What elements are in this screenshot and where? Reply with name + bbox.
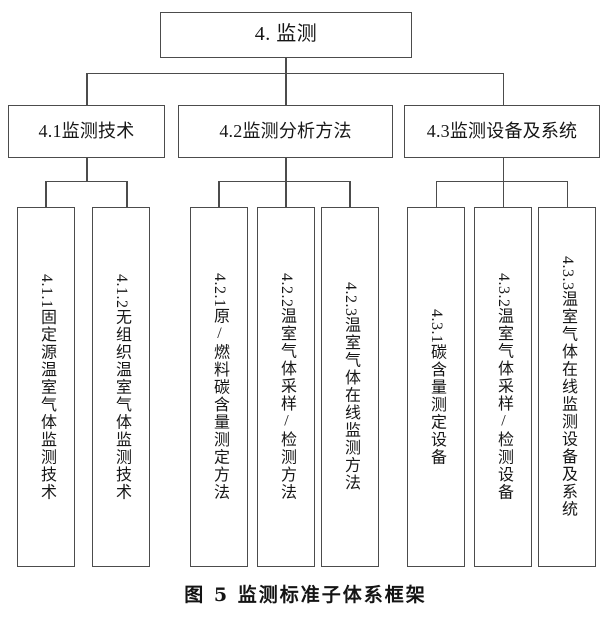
node-leaf-4-3-2-label: 4.3.2温室气体采样/检测设备: [495, 273, 512, 502]
node-leaf-4-3-1-number: 4.3.1: [428, 308, 445, 344]
node-leaf-4-3-2-text: 温室气体采样/检测设备: [495, 307, 512, 502]
node-leaf-4-2-2-number: 4.2.2: [278, 273, 295, 308]
node-group-4-2[interactable]: 4.2监测分析方法: [178, 105, 393, 158]
node-leaf-4-1-1-number: 4.1.1: [38, 273, 55, 309]
connector-drop-group-2: [502, 73, 504, 105]
node-group-4-1[interactable]: 4.1监测技术: [8, 105, 165, 158]
node-leaf-4-2-2-text: 温室气体采样/检测方法: [278, 307, 295, 502]
connector-drop-leaf-4-2-2: [285, 181, 287, 207]
connector-bus-group-2: [436, 181, 567, 183]
node-leaf-4-2-3[interactable]: 4.2.3温室气体在线监测方法: [321, 207, 379, 567]
node-leaf-4-2-1[interactable]: 4.2.1原/燃料碳含量测定方法: [190, 207, 248, 567]
node-leaf-4-2-2-label: 4.2.2温室气体采样/检测方法: [278, 273, 295, 502]
node-leaf-4-2-1-label: 4.2.1原/燃料碳含量测定方法: [211, 273, 228, 502]
node-leaf-4-2-2[interactable]: 4.2.2温室气体采样/检测方法: [257, 207, 315, 567]
connector-level1-bus: [87, 73, 504, 75]
connector-drop-leaf-4-2-3: [349, 181, 351, 207]
node-leaf-4-1-2-text: 无组织温室气体监测技术: [113, 308, 130, 501]
node-leaf-4-1-1[interactable]: 4.1.1固定源温室气体监测技术: [17, 207, 75, 567]
node-root[interactable]: 4. 监测: [160, 12, 412, 58]
connector-drop-leaf-4-3-3: [566, 181, 568, 207]
node-leaf-4-2-3-text: 温室气体在线监测方法: [342, 316, 359, 492]
node-leaf-4-1-2-number: 4.1.2: [113, 273, 130, 309]
connector-bus-group-0: [46, 181, 127, 183]
node-leaf-4-3-2[interactable]: 4.3.2温室气体采样/检测设备: [474, 207, 532, 567]
connector-drop-group-0: [86, 73, 88, 105]
node-leaf-4-2-3-label: 4.2.3温室气体在线监测方法: [342, 282, 359, 492]
node-root-label: 4. 监测: [254, 23, 318, 46]
connector-stem-group-1: [285, 158, 287, 182]
node-group-4-3[interactable]: 4.3监测设备及系统: [404, 105, 600, 158]
node-leaf-4-3-1-text: 碳含量测定设备: [428, 343, 445, 466]
node-leaf-4-1-1-label: 4.1.1固定源温室气体监测技术: [38, 273, 55, 501]
node-group-4-1-label: 4.1监测技术: [38, 120, 135, 141]
connector-drop-leaf-4-3-1: [435, 181, 437, 207]
node-leaf-4-1-2-label: 4.1.2无组织温室气体监测技术: [113, 273, 130, 501]
node-leaf-4-3-1-label: 4.3.1碳含量测定设备: [428, 308, 445, 466]
connector-drop-leaf-4-3-2: [502, 181, 504, 207]
node-group-4-2-label: 4.2监测分析方法: [219, 120, 352, 141]
connector-stem-group-2: [502, 158, 504, 182]
connector-drop-group-1: [285, 73, 287, 105]
connector-bus-group-1: [218, 181, 350, 183]
node-leaf-4-3-3-text: 温室气体在线监测设备及系统: [559, 290, 576, 519]
node-leaf-4-3-3-number: 4.3.3: [559, 256, 576, 291]
node-leaf-4-3-1[interactable]: 4.3.1碳含量测定设备: [407, 207, 465, 567]
figure-caption: 图 5 监测标准子体系框架: [184, 584, 427, 606]
node-leaf-4-2-1-number: 4.2.1: [211, 273, 228, 308]
connector-stem-group-0: [86, 158, 88, 182]
connector-drop-leaf-4-2-1: [218, 181, 220, 207]
connector-drop-leaf-4-1-1: [45, 181, 47, 207]
node-leaf-4-2-1-text: 原/燃料碳含量测定方法: [211, 307, 228, 502]
node-leaf-4-3-2-number: 4.3.2: [495, 273, 512, 308]
node-leaf-4-2-3-number: 4.2.3: [342, 282, 359, 317]
node-leaf-4-1-1-text: 固定源温室气体监测技术: [38, 308, 55, 501]
node-leaf-4-1-2[interactable]: 4.1.2无组织温室气体监测技术: [92, 207, 150, 567]
node-leaf-4-3-3-label: 4.3.3温室气体在线监测设备及系统: [559, 256, 576, 519]
node-group-4-3-label: 4.3监测设备及系统: [426, 120, 578, 141]
connector-drop-leaf-4-1-2: [126, 181, 128, 207]
connector-root-stem: [285, 58, 287, 74]
node-leaf-4-3-3[interactable]: 4.3.3温室气体在线监测设备及系统: [538, 207, 596, 567]
